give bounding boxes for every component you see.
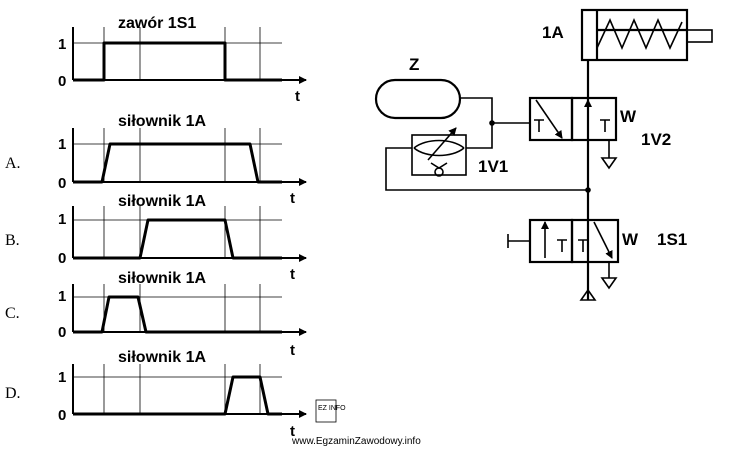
option-c-title: siłownik 1A <box>118 270 206 287</box>
cylinder-1a: 1A <box>542 8 713 62</box>
valve-level-high: 1 <box>58 36 66 53</box>
option-d-waveform <box>73 375 282 416</box>
junction-dot <box>585 187 591 193</box>
valve-1s1-spring: W <box>622 230 639 249</box>
check-seat <box>430 162 448 169</box>
tank-label: Z <box>409 55 419 74</box>
watermark-badge: EZ INFO <box>318 405 346 412</box>
air-tank-z: Z <box>374 55 462 120</box>
circuit-lines <box>385 60 591 300</box>
timing-diagrams: zawór 1S1 1 0 t siłownik 1A A. 1 0 <box>5 15 307 440</box>
option-d-grid <box>73 364 282 414</box>
option-a-title: siłownik 1A <box>118 113 206 130</box>
cylinder-spring <box>596 17 683 51</box>
valve-1s1-timing-panel: zawór 1S1 1 0 t <box>58 15 307 105</box>
cylinder-rod <box>686 29 713 43</box>
watermark-badge-box <box>315 399 337 423</box>
valve-1v2-diagonal-arrow <box>535 99 563 139</box>
throttle-curve-bottom <box>413 147 465 157</box>
valve-1s1-right-square <box>570 218 620 264</box>
valve-1v2-left-square <box>528 96 574 142</box>
throttle-check-valve-1v1: 1V1 <box>411 127 508 177</box>
cylinder-label: 1A <box>542 23 564 42</box>
valve-1v2-block-left <box>534 119 544 132</box>
valve-1s1-diagonal-arrow <box>593 221 613 259</box>
option-a-timing-panel: siłownik 1A A. 1 0 t <box>5 113 307 207</box>
option-d-title: siłownik 1A <box>118 349 206 366</box>
option-d-timing-panel: siłownik 1A D. 1 0 t <box>5 349 307 440</box>
valve-signal-waveform <box>73 41 282 82</box>
option-c-letter: C. <box>5 305 20 322</box>
option-d-letter: D. <box>5 385 21 402</box>
valve-timing-title: zawór 1S1 <box>118 15 196 32</box>
option-b-level-low: 0 <box>58 250 66 267</box>
valve-1s1-block-right <box>578 239 588 252</box>
throttle-box <box>411 134 467 176</box>
throttle-adjust-arrow <box>427 127 457 161</box>
option-c-level-low: 0 <box>58 324 66 341</box>
option-c-level-high: 1 <box>58 288 66 305</box>
valve-1s1-label: 1S1 <box>657 230 687 249</box>
option-a-level-low: 0 <box>58 175 66 192</box>
valve-1v2-spring: W <box>620 107 637 126</box>
option-b-level-high: 1 <box>58 211 66 228</box>
option-d-level-low: 0 <box>58 407 66 424</box>
option-b-letter: B. <box>5 232 20 249</box>
valve-time-label: t <box>295 88 300 105</box>
valve-1v2-right-square <box>570 96 618 142</box>
throttle-curve-top <box>413 139 465 149</box>
valve-1v2-block-right <box>600 119 610 132</box>
junction-dot <box>489 120 495 126</box>
option-b-grid <box>73 206 282 258</box>
watermark-site: www.EgzaminZawodowy.info <box>291 436 421 447</box>
valve-level-low: 0 <box>58 73 66 90</box>
option-d-level-high: 1 <box>58 369 66 386</box>
option-a-time-label: t <box>290 190 295 207</box>
option-c-timing-panel: siłownik 1A C. 1 0 t <box>5 270 307 359</box>
option-c-time-label: t <box>290 342 295 359</box>
tank-body <box>374 78 462 120</box>
valve-1s1-block-left <box>557 239 567 252</box>
option-b-title: siłownik 1A <box>118 193 206 210</box>
option-a-waveform <box>73 142 282 184</box>
option-b-waveform <box>73 218 282 260</box>
throttle-return-line <box>385 147 588 191</box>
valve-1s1: 1S1 W <box>507 218 687 301</box>
throttle-label: 1V1 <box>478 157 508 176</box>
valve-1s1-left-square <box>528 218 574 264</box>
throttle-upper-line <box>466 123 493 149</box>
pneumatic-circuit: 1A Z 1V1 <box>374 8 713 301</box>
option-b-timing-panel: siłownik 1A B. 1 0 t <box>5 193 307 283</box>
option-c-waveform <box>73 295 282 334</box>
option-a-level-high: 1 <box>58 136 66 153</box>
push-button-icon <box>507 234 530 248</box>
tank-to-valve-line <box>460 97 530 124</box>
option-b-time-label: t <box>290 266 295 283</box>
valve-1v2-label: 1V2 <box>641 130 671 149</box>
valve-1v2-exhaust-icon <box>600 157 618 170</box>
watermark: EZ INFO www.EgzaminZawodowy.info <box>291 399 421 447</box>
option-a-letter: A. <box>5 155 21 172</box>
valve-1s1-exhaust-icon <box>600 277 618 290</box>
pressure-source-icon <box>579 288 597 301</box>
valve-1v2: 1V2 W <box>528 96 671 170</box>
option-d-time-label: t <box>290 423 295 440</box>
